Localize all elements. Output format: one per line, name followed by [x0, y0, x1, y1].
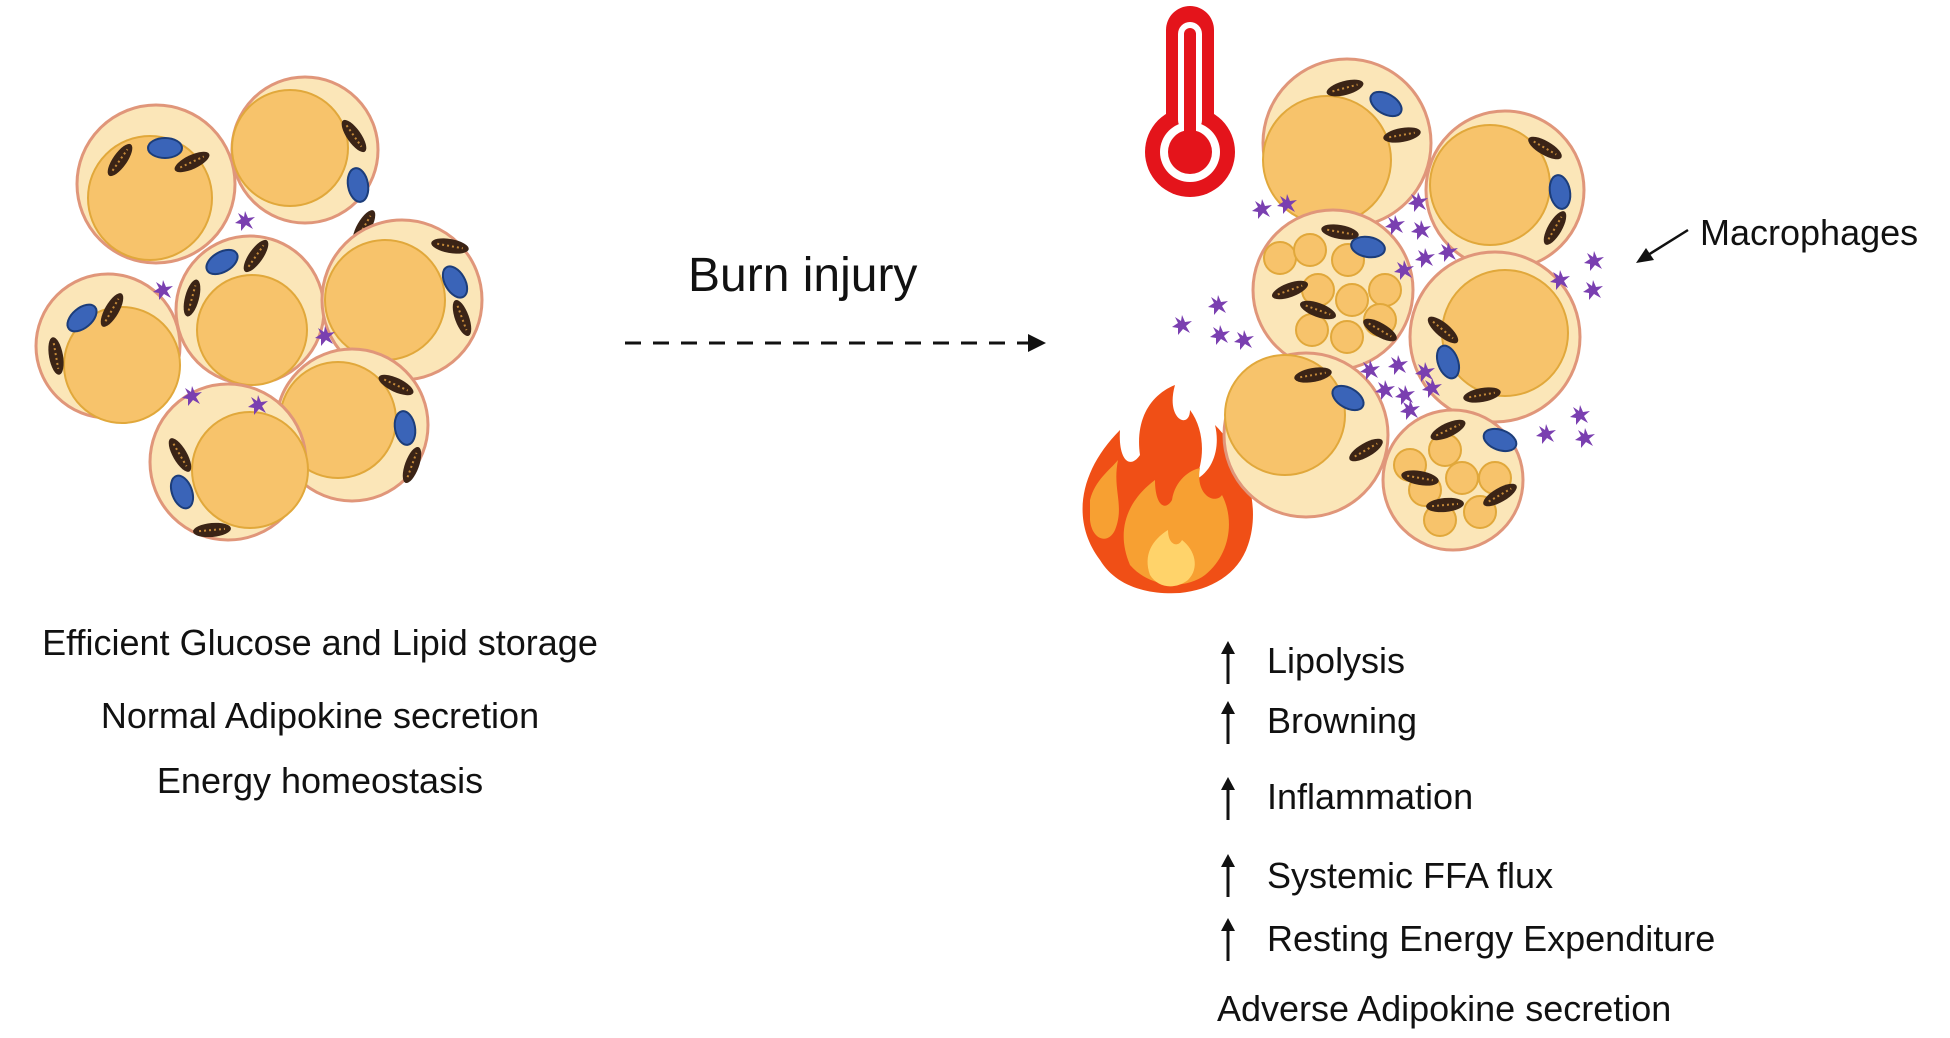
thermometer-icon	[1145, 6, 1235, 197]
browning-adipocyte-cell	[1251, 208, 1415, 372]
adipocyte-cell	[320, 218, 484, 382]
macrophages-pointer-arrow	[1636, 228, 1689, 263]
adipocyte-cell	[230, 75, 381, 248]
up-arrow-icon	[1221, 777, 1235, 820]
adipocyte-cell	[1408, 250, 1582, 424]
right-effect-line: Systemic FFA flux	[1267, 855, 1554, 896]
adipocyte-cell	[34, 272, 182, 424]
adipocyte-cell	[148, 382, 309, 542]
right-effect-footer: Adverse Adipokine secretion	[1217, 988, 1672, 1029]
right-effect-line: Browning	[1267, 700, 1418, 741]
left-effect-line: Energy homeostasis	[156, 760, 484, 801]
up-arrow-icon	[1221, 854, 1235, 897]
flame-icon	[1082, 385, 1253, 594]
adipocyte-cell	[1261, 57, 1433, 229]
up-arrow-icon	[1221, 918, 1235, 961]
right-effect-line: Lipolysis	[1267, 640, 1406, 681]
transition-arrow	[625, 334, 1046, 352]
left-effect-line: Normal Adipokine secretion	[100, 695, 540, 736]
up-arrow-icon	[1221, 641, 1235, 684]
left-effect-line: Efficient Glucose and Lipid storage	[42, 622, 598, 663]
burned-adipocyte-cluster	[1172, 57, 1604, 552]
adipocyte-cell	[1424, 109, 1586, 271]
adipocyte-cell	[75, 103, 237, 265]
adipocyte-cell	[174, 234, 326, 386]
right-effect-line: Inflammation	[1267, 776, 1474, 817]
up-arrow-icon	[1221, 701, 1235, 744]
burn-injury-label: Burn injury	[688, 249, 918, 302]
right-effect-line: Resting Energy Expenditure	[1267, 918, 1716, 959]
browning-adipocyte-cell	[1381, 408, 1525, 552]
adipocyte-cell	[274, 347, 430, 503]
normal-adipocyte-cluster	[34, 75, 484, 542]
macrophages-label: Macrophages	[1700, 212, 1919, 253]
adipocyte-cell	[1222, 351, 1390, 519]
